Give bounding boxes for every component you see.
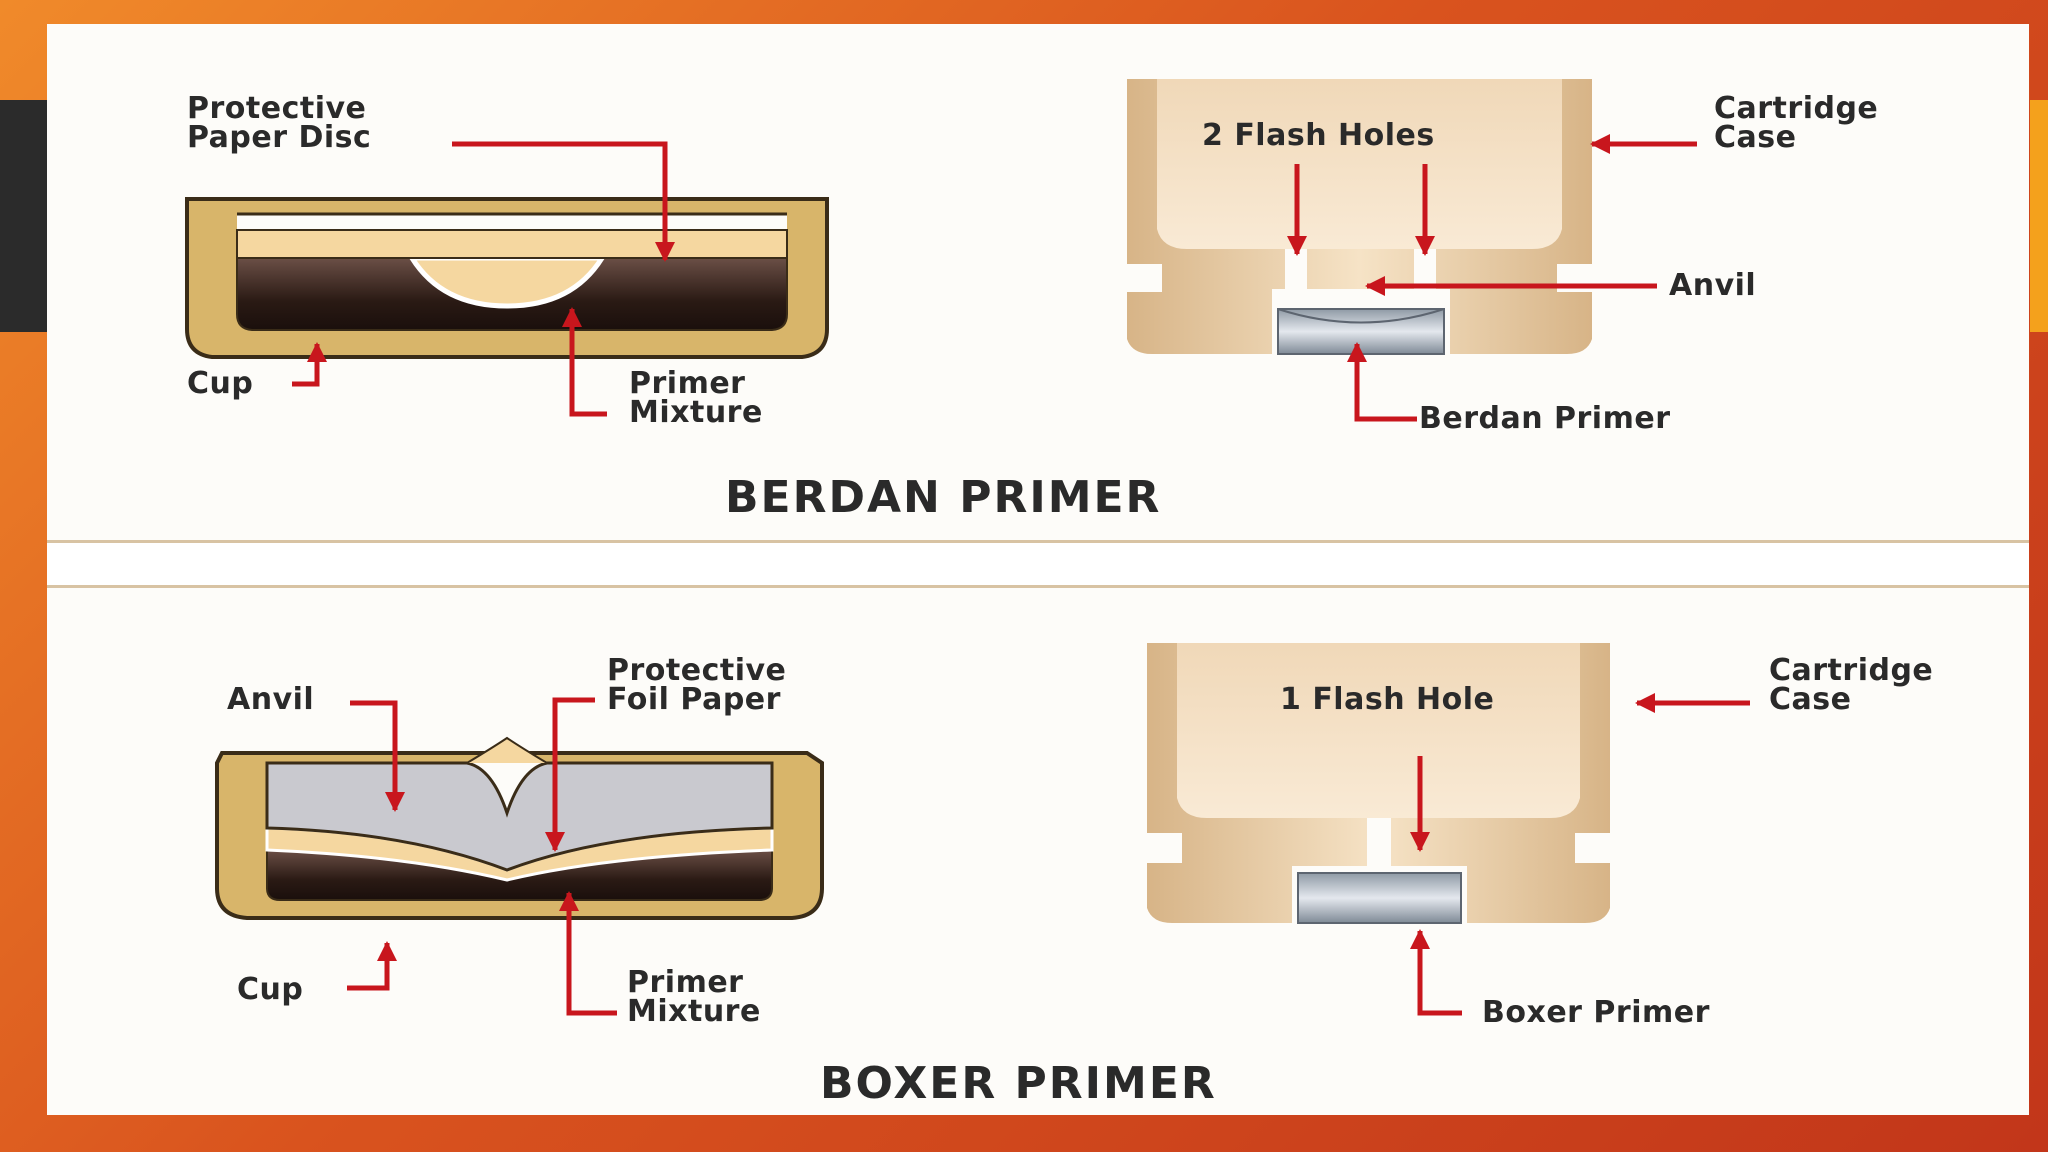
label-berdan-cartridge-case: Cartridge Case xyxy=(1714,91,1879,155)
boxer-primer-cup xyxy=(215,736,824,920)
label-boxer-cartridge-case: Cartridge Case xyxy=(1769,653,1934,717)
berdan-panel: Protective Paper Disc Cup Primer Mixture… xyxy=(47,24,2029,543)
berdan-callout-arrows xyxy=(292,134,1697,422)
slide: Protective Paper Disc Cup Primer Mixture… xyxy=(47,24,2029,1115)
slide-right-accent xyxy=(2030,100,2048,332)
boxer-panel: Anvil Protective Foil Paper Cup Primer M… xyxy=(47,585,2029,1115)
label-berdan-anvil: Anvil xyxy=(1669,268,1757,303)
boxer-callout-arrows xyxy=(347,693,1750,1016)
berdan-title: BERDAN PRIMER xyxy=(725,472,1162,523)
label-boxer-cup: Cup xyxy=(237,972,304,1007)
label-boxer-primer: Boxer Primer xyxy=(1482,995,1710,1030)
label-berdan-primer-mixture: Primer Mixture xyxy=(629,366,763,430)
label-boxer-primer-mixture: Primer Mixture xyxy=(627,965,761,1029)
label-berdan-cup: Cup xyxy=(187,366,254,401)
boxer-title: BOXER PRIMER xyxy=(820,1058,1217,1109)
label-protective-paper-disc: Protective Paper Disc xyxy=(187,91,372,155)
label-two-flash-holes: 2 Flash Holes xyxy=(1202,118,1435,153)
label-boxer-anvil: Anvil xyxy=(227,682,315,717)
boxer-diagram xyxy=(215,643,1750,1016)
berdan-primer-cup xyxy=(185,197,829,359)
label-protective-foil-paper: Protective Foil Paper xyxy=(607,653,787,717)
label-berdan-primer: Berdan Primer xyxy=(1419,401,1671,436)
boxer-cartridge-case xyxy=(1147,643,1610,924)
slide-left-accent xyxy=(0,100,48,332)
label-one-flash-hole: 1 Flash Hole xyxy=(1280,682,1495,717)
berdan-diagram xyxy=(185,79,1697,422)
